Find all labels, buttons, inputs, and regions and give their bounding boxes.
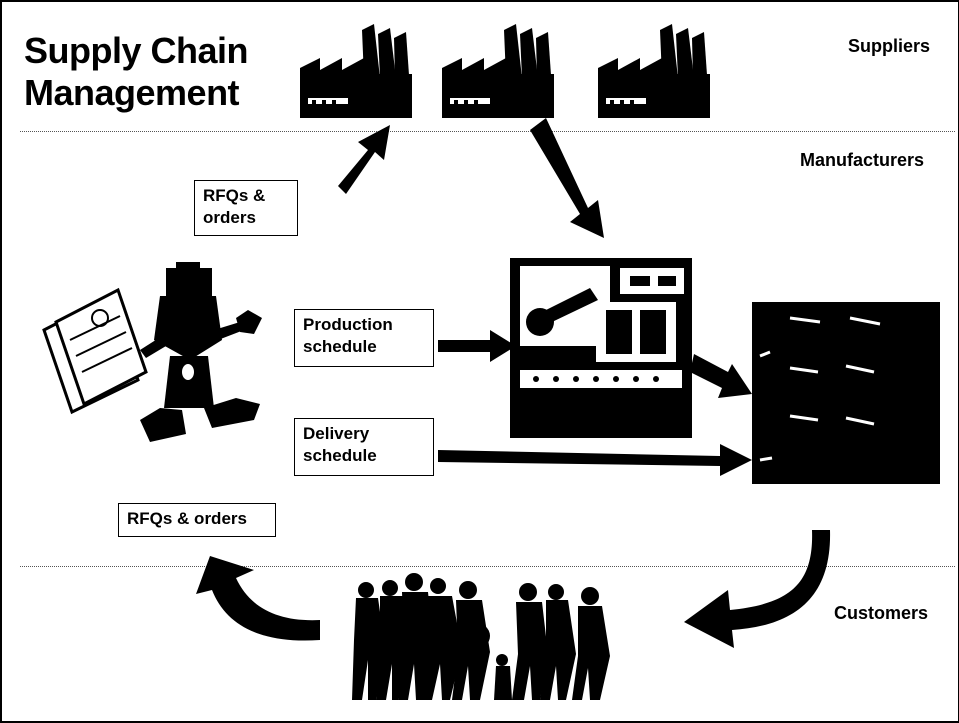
factory-icon — [300, 24, 412, 118]
arrow-production — [438, 330, 516, 362]
tier-label-suppliers: Suppliers — [848, 36, 931, 56]
planner-robot-icon — [42, 262, 262, 442]
customer-crowd-icon — [352, 573, 610, 700]
arrow-from-suppliers — [530, 118, 604, 238]
arrow-to-customers — [684, 530, 831, 648]
arrow-from-customers — [196, 556, 320, 641]
arrow-plant-to-warehouse — [690, 354, 752, 398]
arrow-to-suppliers — [338, 125, 390, 194]
tier-label-customers: Customers — [834, 603, 929, 623]
production-plant-icon — [510, 258, 692, 438]
label-delivery-schedule: Delivery schedule — [294, 418, 434, 476]
arrow-delivery — [438, 444, 752, 476]
factory-icon — [442, 24, 554, 118]
label-rfqs-orders-top: RFQs & orders — [194, 180, 298, 236]
tier-label-manufacturers: Manufacturers — [800, 150, 925, 170]
label-production-schedule: Production schedule — [294, 309, 434, 367]
label-rfqs-orders-bottom: RFQs & orders — [118, 503, 276, 537]
diagram-title: Supply Chain Management — [24, 30, 249, 113]
tier-divider-top — [20, 131, 955, 132]
factory-icon — [598, 24, 710, 118]
tier-divider-bottom — [20, 566, 955, 567]
warehouse-icon — [752, 302, 940, 484]
